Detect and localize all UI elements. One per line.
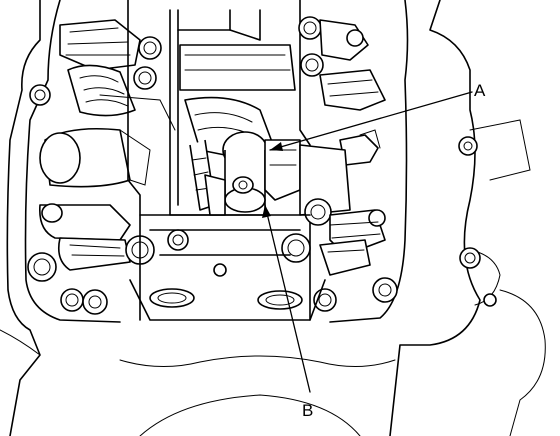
callout-a-arrowhead: [270, 142, 283, 151]
callout-a-leader: [269, 91, 473, 151]
lower-port-plate: [129, 214, 326, 321]
lower-left-rocker: [38, 203, 189, 271]
callout-b-leader: [264, 204, 311, 393]
right-rocker-assembly: [298, 16, 386, 216]
callout-leaders: [262, 91, 473, 393]
cam-lobe: [204, 131, 301, 216]
callout-a-label: A: [474, 81, 486, 100]
callout-b-label: B: [302, 401, 313, 420]
left-rocker-assembly: [39, 19, 176, 188]
central-cam-chamber: [127, 0, 311, 321]
callout-b-arrowhead: [262, 205, 271, 218]
lower-right-rocker: [281, 198, 386, 276]
